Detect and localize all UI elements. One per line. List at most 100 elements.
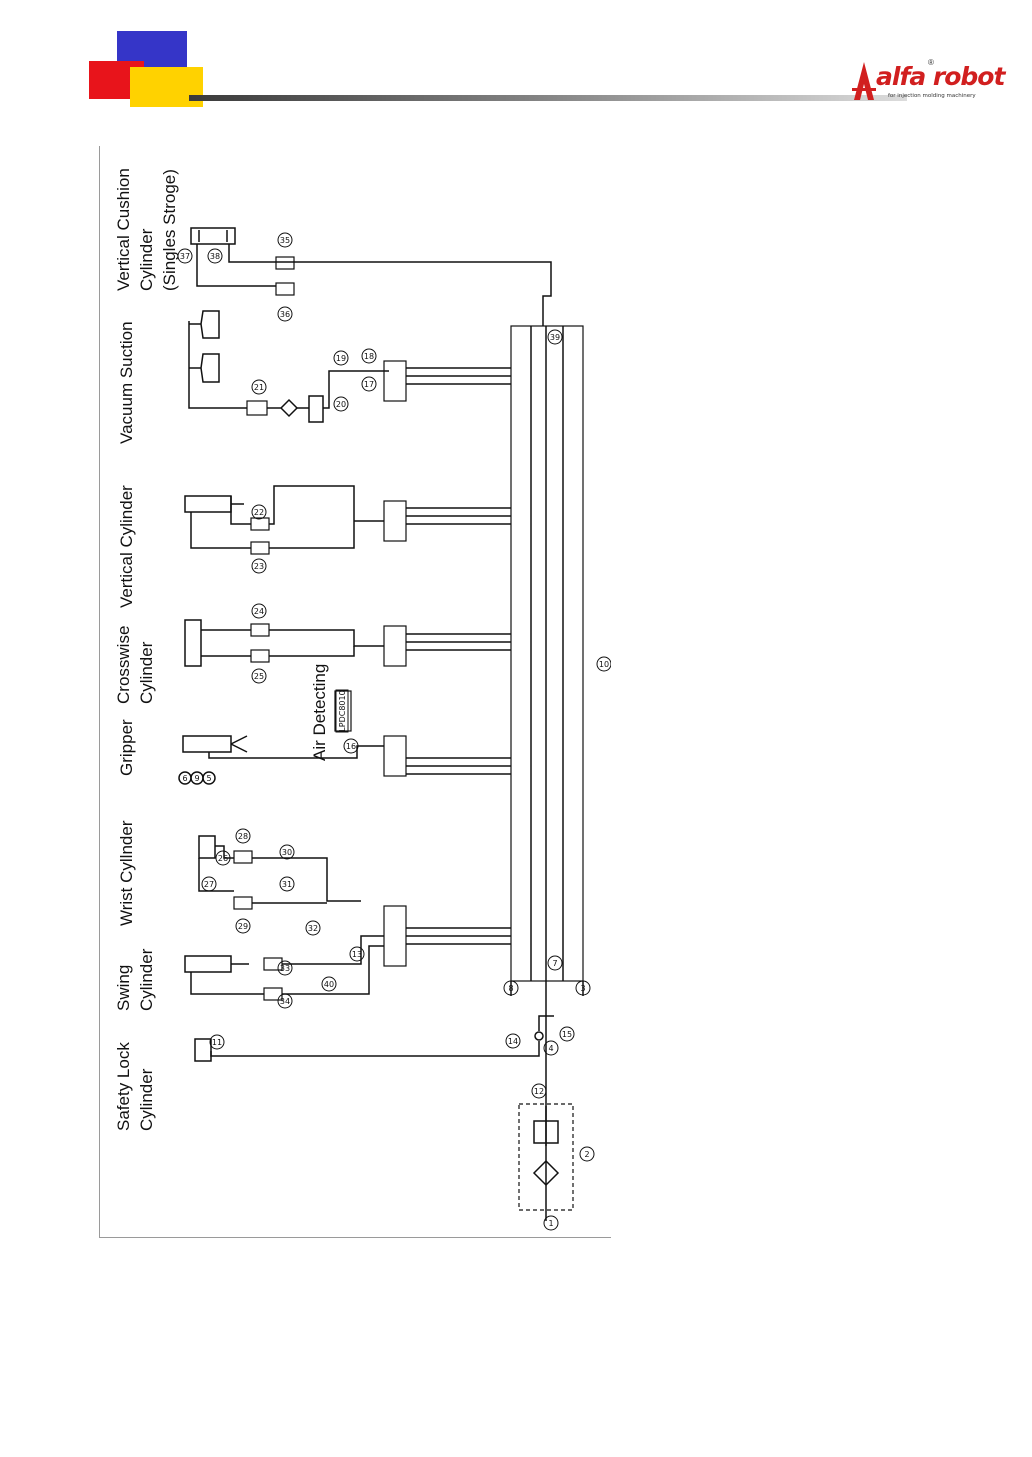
vertical-cylinder-branch bbox=[184, 485, 511, 555]
part-bubble-15: 15 bbox=[559, 1026, 575, 1042]
vacuum-branch bbox=[188, 310, 511, 423]
part-number-28: 28 bbox=[238, 832, 248, 841]
label-vacuum-suction: Vacuum Suction bbox=[117, 321, 136, 444]
part-number-37: 37 bbox=[180, 252, 190, 261]
part-bubble-18: 18 bbox=[361, 348, 377, 364]
part-number-8: 8 bbox=[508, 984, 513, 993]
part-number-40: 40 bbox=[324, 980, 334, 989]
logo-name: alfa robot bbox=[876, 62, 1005, 91]
part-number-19: 19 bbox=[336, 354, 346, 363]
part-bubble-2: 2 bbox=[579, 1146, 595, 1162]
part-number-34: 34 bbox=[280, 997, 290, 1006]
part-bubble-36: 36 bbox=[277, 306, 293, 322]
part-number-24: 24 bbox=[254, 607, 264, 616]
part-number-10: 10 bbox=[599, 660, 609, 669]
part-bubble-40: 40 bbox=[321, 976, 337, 992]
part-bubble-20: 20 bbox=[333, 396, 349, 412]
part-number-15: 15 bbox=[562, 1030, 572, 1039]
part-bubble-17: 17 bbox=[361, 376, 377, 392]
part-number-20: 20 bbox=[336, 400, 346, 409]
part-bubble-21: 21 bbox=[251, 379, 267, 395]
part-bubble-39: 39 bbox=[547, 329, 563, 345]
part-number-4: 4 bbox=[548, 1044, 553, 1053]
part-bubble-12: 12 bbox=[531, 1083, 547, 1099]
part-bubble-14: 14 bbox=[505, 1033, 521, 1049]
part-bubble-35: 35 bbox=[277, 232, 293, 248]
cushion-branch bbox=[190, 227, 552, 326]
label-swing-1: Swing bbox=[114, 965, 133, 1011]
part-number-18: 18 bbox=[364, 352, 374, 361]
part-bubble-34: 34 bbox=[277, 993, 293, 1009]
part-number-17: 17 bbox=[364, 380, 374, 389]
part-number-22: 22 bbox=[254, 508, 264, 517]
part-number-38: 38 bbox=[210, 252, 220, 261]
part-number-30: 30 bbox=[282, 848, 292, 857]
part-bubble-27: 27 bbox=[201, 876, 217, 892]
part-bubble-24: 24 bbox=[251, 603, 267, 619]
label-air-detecting: Air Detecting bbox=[310, 664, 329, 761]
wrist-swing-branch bbox=[184, 835, 511, 1001]
label-vertical-cushion-2: Cylinder bbox=[137, 228, 156, 291]
part-bubble-30: 30 bbox=[279, 844, 295, 860]
diagram-frame bbox=[99, 146, 611, 1238]
part-bubble-10: 10 bbox=[596, 656, 611, 672]
part-bubble-32: 32 bbox=[305, 920, 321, 936]
part-bubble-4: 4 bbox=[543, 1040, 559, 1056]
part-bubble-6: 6 bbox=[182, 774, 187, 783]
part-number-7: 7 bbox=[552, 959, 557, 968]
component-labels: Vertical Cushion Cylinder (Singles Strog… bbox=[114, 168, 179, 1131]
sensor-tag: LPDC8010 bbox=[338, 690, 347, 731]
label-vertical-cushion-1: Vertical Cushion bbox=[114, 168, 133, 291]
part-bubble-16: 16 bbox=[343, 738, 359, 754]
label-wrist-cylinder: Wrist Cyllnder bbox=[117, 820, 136, 926]
label-safety-lock-1: Safety Lock bbox=[114, 1042, 133, 1131]
part-bubble-25: 25 bbox=[251, 668, 267, 684]
part-bubble-22: 22 bbox=[251, 504, 267, 520]
label-vertical-cylinder: Vertical Cylinder bbox=[117, 485, 136, 608]
part-bubble-38: 38 bbox=[207, 248, 223, 264]
part-number-1: 1 bbox=[548, 1219, 553, 1228]
gripper-branch bbox=[178, 690, 511, 785]
part-number-39: 39 bbox=[550, 333, 560, 342]
part-number-29: 29 bbox=[238, 922, 248, 931]
part-bubble-7: 7 bbox=[547, 955, 563, 971]
part-number-bubbles: 1 2 3 4 5 6 7 8 9 10 11 12 13 14 15 16 1… bbox=[177, 232, 611, 1231]
part-bubble-9: 9 bbox=[194, 774, 199, 783]
part-number-6: 6 bbox=[182, 774, 187, 783]
part-bubble-37: 37 bbox=[177, 248, 193, 264]
part-bubble-19: 19 bbox=[333, 350, 349, 366]
label-vertical-cushion-3: (Singles Stroge) bbox=[160, 169, 179, 291]
brand-logo: alfa robot ® for injection molding machi… bbox=[848, 58, 1008, 108]
part-number-5: 5 bbox=[206, 774, 211, 783]
part-number-3: 3 bbox=[580, 984, 585, 993]
crosswise-cylinder-branch bbox=[184, 619, 511, 667]
part-number-27: 27 bbox=[204, 880, 214, 889]
part-number-21: 21 bbox=[254, 383, 264, 392]
part-number-33: 33 bbox=[280, 964, 290, 973]
part-number-35: 35 bbox=[280, 236, 290, 245]
filter-regulator-unit bbox=[518, 1103, 574, 1221]
part-number-12: 12 bbox=[534, 1087, 544, 1096]
part-bubble-31: 31 bbox=[279, 876, 295, 892]
pneumatic-circuit-diagram: Vertical Cushion Cylinder (Singles Strog… bbox=[99, 146, 611, 1238]
manifold-lines bbox=[510, 325, 584, 1146]
label-swing-2: Cylinder bbox=[137, 948, 156, 1011]
part-bubble-8: 8 bbox=[503, 980, 519, 996]
part-bubble-23: 23 bbox=[251, 558, 267, 574]
part-bubble-3: 3 bbox=[575, 980, 591, 996]
safety-lock-branch bbox=[194, 1015, 554, 1062]
logo-registered-mark: ® bbox=[928, 58, 934, 67]
part-number-2: 2 bbox=[584, 1150, 589, 1159]
part-bubble-13: 13 bbox=[349, 946, 365, 962]
part-bubble-28: 28 bbox=[235, 828, 251, 844]
part-number-26: 26 bbox=[218, 854, 228, 863]
label-crosswise-1: Crosswise bbox=[114, 626, 133, 704]
part-bubble-33: 33 bbox=[277, 960, 293, 976]
air-detecting-annotation: Air Detecting LPDC8010 bbox=[310, 664, 349, 761]
part-number-31: 31 bbox=[282, 880, 292, 889]
label-safety-lock-2: Cylinder bbox=[137, 1068, 156, 1131]
part-number-36: 36 bbox=[280, 310, 290, 319]
part-number-16: 16 bbox=[346, 742, 356, 751]
part-number-23: 23 bbox=[254, 562, 264, 571]
logo-tagline: for injection molding machinery bbox=[888, 93, 976, 99]
